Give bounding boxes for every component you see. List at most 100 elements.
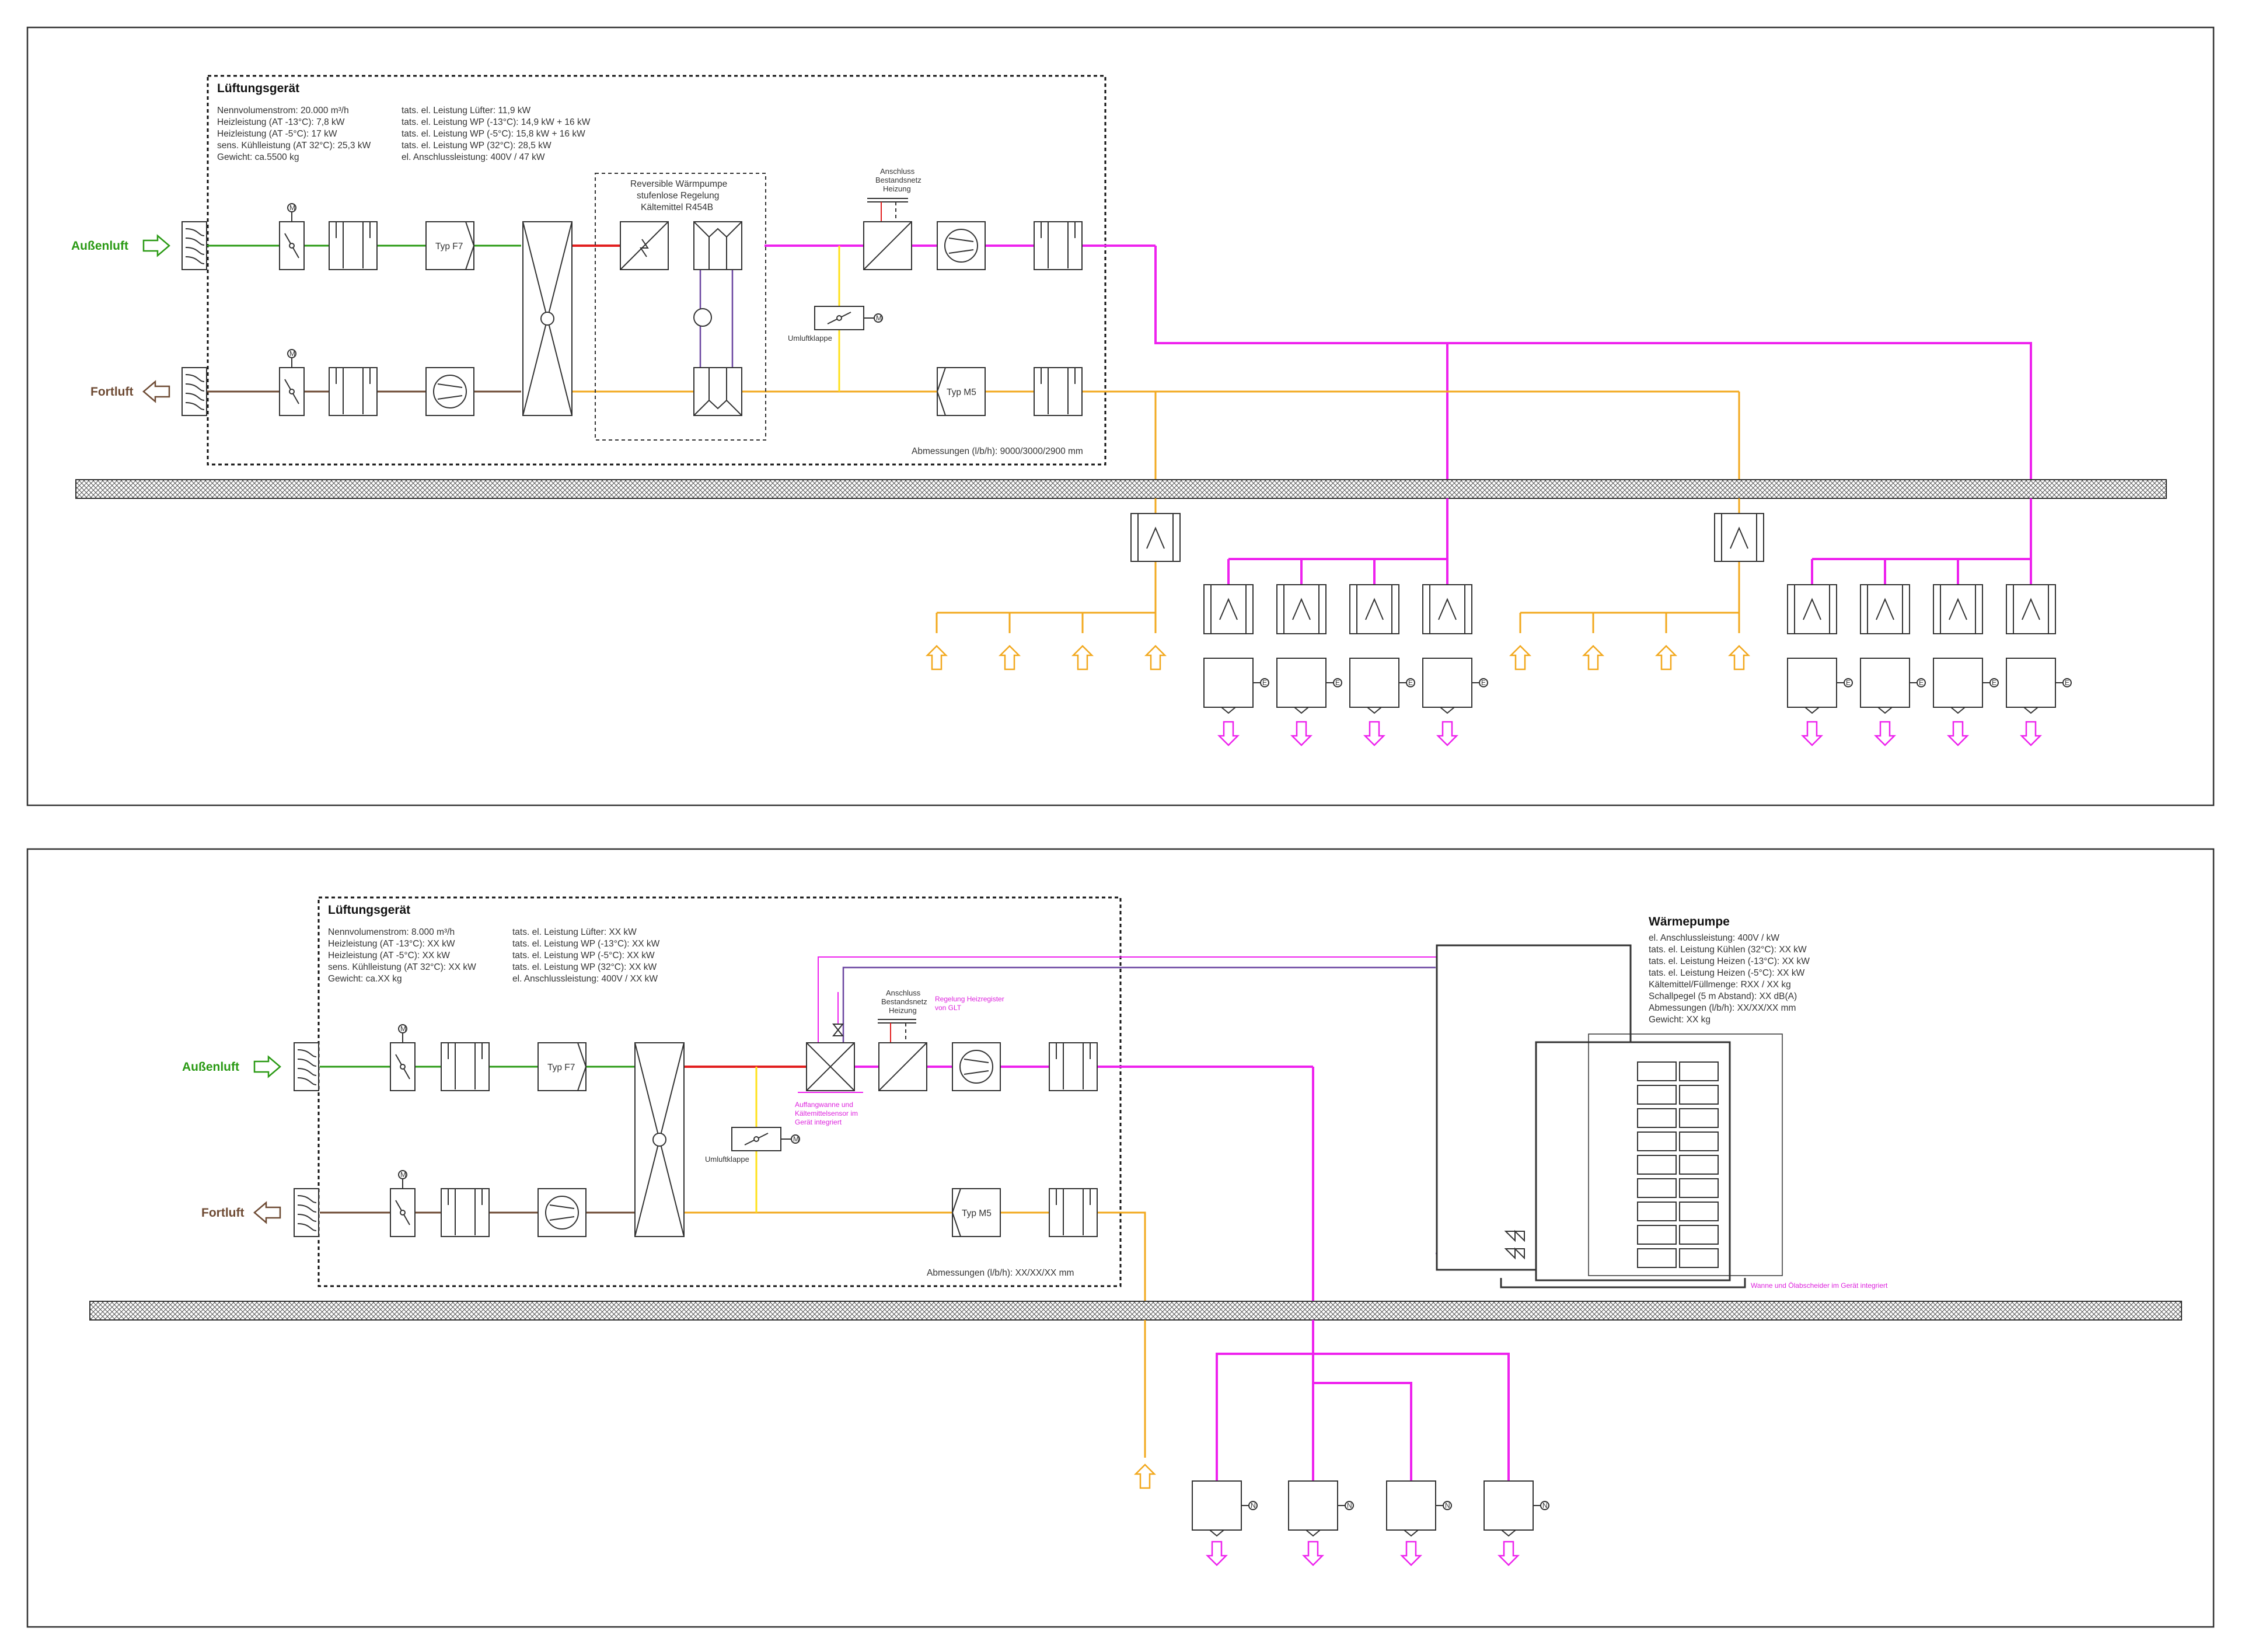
control-symbol: N — [1347, 1501, 1352, 1510]
filter-f7-label: Typ F7 — [547, 1063, 575, 1073]
spec-line: tats. el. Leistung Lüfter: 11,9 kW — [402, 106, 531, 116]
diffuser-box-icon: E — [2006, 658, 2072, 714]
filter-f7: Typ F7 — [425, 221, 475, 270]
damper-motor-icon: M — [279, 349, 305, 416]
anschluss-label: Bestandsnetz — [881, 997, 927, 1006]
filter-f7-label: Typ F7 — [435, 242, 463, 252]
sensor-symbol: E — [1992, 679, 1996, 687]
condenser-icon — [693, 221, 742, 270]
panel-bottom: Lüftungsgerät Nennvolumenstrom: 8.000 m³… — [26, 848, 2215, 1628]
filter-m5-label: Typ M5 — [947, 387, 976, 397]
spec-line: tats. el. Leistung WP (32°C): 28,5 kW — [402, 141, 551, 151]
dimensions-top: Abmessungen (l/b/h): 9000/3000/2900 mm — [912, 446, 1083, 456]
vav-box-icon — [1130, 513, 1181, 562]
spec-line: Heizleistung (AT -13°C): XX kW — [328, 939, 455, 949]
spec-line: Gewicht: ca.5500 kg — [217, 152, 299, 162]
spec-line: Heizleistung (AT -13°C): 7,8 kW — [217, 117, 345, 127]
filter-f7: Typ F7 — [537, 1042, 587, 1091]
sensor-symbol: E — [1846, 679, 1851, 687]
heatpump-label: Reversible Wärmpumpe — [630, 179, 727, 189]
spec-line: tats. el. Leistung Kühlen (32°C): XX kW — [1649, 945, 1807, 955]
spec-line: el. Anschlussleistung: 400V / kW — [1649, 933, 1779, 943]
spec-line: Abmessungen (l/b/h): XX/XX/XX mm — [1649, 1003, 1796, 1013]
heating-coil-icon — [863, 221, 912, 270]
auffang-label: Gerät integriert — [795, 1118, 842, 1126]
louvre-icon — [294, 1042, 319, 1091]
spec-line: Nennvolumenstrom: 20.000 m³/h — [217, 106, 349, 116]
diffuser-box-icon: N — [1192, 1480, 1258, 1537]
damper-motor-icon: M — [390, 1170, 416, 1237]
electric-heater-icon — [620, 221, 669, 270]
spec-line: Gewicht: ca.XX kg — [328, 974, 402, 984]
sensor-symbol: E — [1408, 679, 1413, 687]
silencer-icon — [1034, 367, 1083, 416]
fortluft-label-bottom: Fortluft — [201, 1206, 244, 1220]
valve-icon — [1504, 1230, 1525, 1242]
recirculation-damper-icon: M — [731, 1127, 800, 1151]
heat-recovery-icon — [522, 221, 573, 416]
vav-box-icon — [1422, 584, 1472, 634]
floor-slab-bottom — [89, 1301, 2182, 1321]
regelung-label: von GLT — [935, 1004, 962, 1012]
sensor-symbol: E — [1481, 679, 1486, 687]
spec-line: Heizleistung (AT -5°C): 17 kW — [217, 129, 337, 139]
anschluss-label: Heizung — [889, 1006, 917, 1015]
sensor-symbol: E — [2065, 679, 2069, 687]
motor-symbol: M — [289, 350, 295, 358]
ahu-bottom-title: Lüftungsgerät — [328, 903, 410, 917]
diffuser-box-icon: E — [1276, 658, 1342, 714]
diffuser-box-icon: N — [1386, 1480, 1452, 1537]
heatpump-label: Kältemittel R454B — [641, 202, 713, 212]
wanne-label: Wanne und Ölabscheider im Gerät integrie… — [1751, 1281, 1888, 1290]
silencer-icon — [441, 1188, 490, 1237]
vav-box-icon — [1349, 584, 1399, 634]
ahu-top-title: Lüftungsgerät — [217, 82, 299, 95]
intake-arrow-icon — [142, 234, 170, 257]
control-symbol: N — [1445, 1501, 1450, 1510]
auffang-label: Kältemittelsensor im — [795, 1109, 858, 1117]
dimensions-bottom: Abmessungen (l/b/h): XX/XX/XX mm — [927, 1268, 1074, 1278]
heatpump-top-boundary — [595, 173, 766, 441]
fan-icon — [425, 367, 474, 416]
silencer-icon — [1034, 221, 1083, 270]
diffuser-box-icon: E — [1349, 658, 1415, 714]
evaporator-icon — [693, 367, 742, 416]
panel-bottom-frame — [26, 848, 2215, 1628]
heat-pump-unit — [1436, 944, 1783, 1288]
spec-line: Schallpegel (5 m Abstand): XX dB(A) — [1649, 991, 1797, 1001]
aussenluft-label-bottom: Außenluft — [182, 1060, 239, 1074]
sensor-symbol: E — [1919, 679, 1924, 687]
wp-title: Wärmepumpe — [1649, 915, 1730, 928]
fan-icon — [537, 1188, 587, 1237]
umluft-label: Umluftklappe — [705, 1155, 749, 1164]
motor-symbol: M — [289, 204, 295, 212]
anschluss-label: Heizung — [883, 184, 911, 193]
louvre-icon — [294, 1188, 319, 1237]
silencer-icon — [329, 221, 378, 270]
ahu-bottom-specs-right: tats. el. Leistung Lüfter: XX kW tats. e… — [512, 927, 660, 984]
ahu-top-specs-left: Nennvolumenstrom: 20.000 m³/h Heizleistu… — [217, 106, 371, 162]
sensor-symbol: E — [1335, 679, 1340, 687]
diffuser-box-icon: N — [1483, 1480, 1549, 1537]
spec-line: tats. el. Leistung Heizen (-13°C): XX kW — [1649, 956, 1810, 966]
wp-specs: el. Anschlussleistung: 400V / kW tats. e… — [1649, 933, 1810, 1025]
panel-top-frame — [26, 26, 2215, 806]
fan-icon — [952, 1042, 1001, 1091]
heating-coil-icon — [878, 1042, 927, 1091]
spec-line: tats. el. Leistung WP (-13°C): 14,9 kW +… — [402, 117, 591, 127]
damper-motor-icon: M — [390, 1024, 416, 1091]
diffuser-box-icon: N — [1288, 1480, 1354, 1537]
recirculation-damper-icon: M — [814, 306, 883, 330]
panel-top: Lüftungsgerät Nennvolumenstrom: 20.000 m… — [26, 26, 2215, 806]
exhaust-arrow-icon — [142, 380, 170, 403]
vav-box-icon — [1203, 584, 1254, 634]
heat-recovery-icon — [634, 1042, 685, 1237]
spec-line: tats. el. Leistung WP (-5°C): 15,8 kW + … — [402, 129, 585, 139]
diffuser-box-icon: E — [1787, 658, 1853, 714]
spec-line: Nennvolumenstrom: 8.000 m³/h — [328, 927, 455, 937]
spec-line: el. Anschlussleistung: 400V / 47 kW — [402, 152, 545, 162]
diffuser-box-icon: E — [1933, 658, 1999, 714]
diffuser-box-icon: E — [1860, 658, 1926, 714]
silencer-icon — [441, 1042, 490, 1091]
